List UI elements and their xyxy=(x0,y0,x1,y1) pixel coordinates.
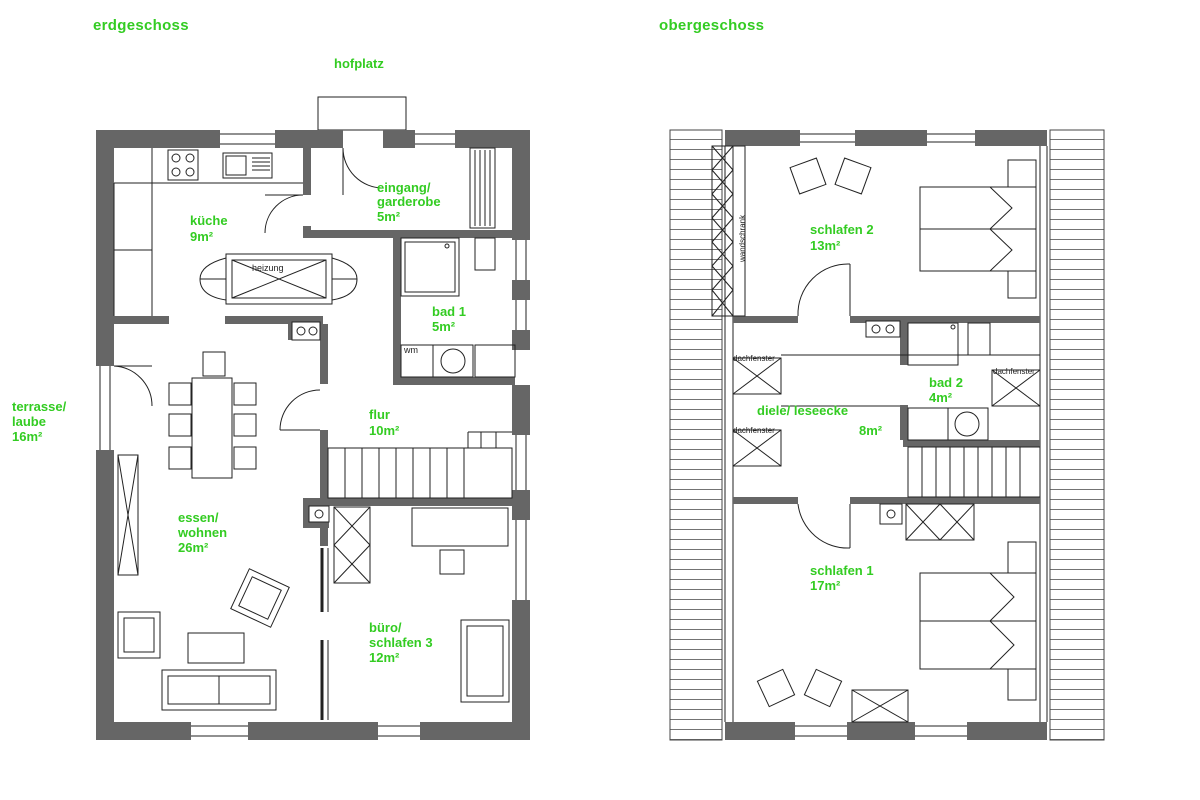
label-essen-line1: essen/ xyxy=(178,510,219,525)
ground-windows xyxy=(99,133,527,737)
stove-upper-hall xyxy=(865,320,901,338)
bathroom-1-fixtures xyxy=(400,237,516,378)
label-eingang-line1: eingang/ xyxy=(377,180,431,195)
hall-fixtures xyxy=(732,354,1041,467)
label-terrasse-line2: laube xyxy=(12,414,46,429)
upper-side-walls xyxy=(724,133,1048,737)
ground-interior-walls xyxy=(114,148,515,546)
label-diele-area: 8m² xyxy=(859,423,883,438)
bedroom-2-furniture xyxy=(789,157,1037,317)
kitchen-counter xyxy=(113,148,304,316)
label-schlafen2-name: schlafen 2 xyxy=(810,222,874,237)
stove-upper-bedroom xyxy=(879,503,903,525)
dining-table-set xyxy=(113,351,257,479)
label-kueche-area: 9m² xyxy=(190,229,214,244)
label-flur-area: 10m² xyxy=(369,423,400,438)
heater-unit xyxy=(199,253,358,305)
label-terrasse-area: 16m² xyxy=(12,429,43,444)
label-essen-line2: wohnen xyxy=(178,525,228,540)
label-wm: wm xyxy=(404,345,418,355)
bathroom-2-fixtures xyxy=(907,322,991,441)
label-dachfenster-1: dachfenster xyxy=(733,354,775,363)
stove-kitchen-side xyxy=(291,321,321,341)
label-dachfenster-3: dachfenster xyxy=(993,367,1035,376)
ground-stairs xyxy=(279,389,513,499)
label-essen-area: 26m² xyxy=(178,540,209,555)
ground-outer-walls xyxy=(96,130,530,740)
entrance-canopy xyxy=(317,96,407,131)
ground-floor-title: erdgeschoss xyxy=(93,17,189,34)
label-heizung: heizung xyxy=(252,263,284,273)
upper-floor-plan xyxy=(669,129,1105,741)
upper-wall-hatch xyxy=(711,145,734,317)
upper-outer-walls xyxy=(725,130,1047,740)
label-schlafen2-area: 13m² xyxy=(810,238,841,253)
label-kueche-name: küche xyxy=(190,213,228,228)
label-bad2-name: bad 2 xyxy=(929,375,963,390)
label-buero-line2: schlafen 3 xyxy=(369,635,433,650)
label-dachfenster-2: dachfenster xyxy=(733,426,775,435)
upper-interior-walls xyxy=(733,316,1040,504)
upper-stairs xyxy=(907,446,1041,498)
label-eingang-area: 5m² xyxy=(377,209,401,224)
entrance-area xyxy=(342,147,496,229)
wardrobe xyxy=(732,145,746,317)
office-furniture xyxy=(320,506,510,720)
ground-floor-plan xyxy=(96,96,530,740)
bedroom-1-furniture xyxy=(756,503,1037,723)
label-bad1-name: bad 1 xyxy=(432,304,466,319)
label-schlafen1-name: schlafen 1 xyxy=(810,563,874,578)
upper-floor-title: obergeschoss xyxy=(659,17,765,34)
label-eingang-line2: garderobe xyxy=(377,194,441,209)
label-flur-name: flur xyxy=(369,407,390,422)
label-schlafen1-area: 17m² xyxy=(810,578,841,593)
label-terrasse-line1: terrasse/ xyxy=(12,399,67,414)
roof-left xyxy=(669,129,723,741)
label-bad1-area: 5m² xyxy=(432,319,456,334)
label-buero-area: 12m² xyxy=(369,650,400,665)
stove-office-side xyxy=(308,505,330,523)
label-diele-name: diele/ leseecke xyxy=(757,403,849,418)
label-hofplatz: hofplatz xyxy=(334,56,384,71)
living-room-furniture xyxy=(117,454,290,711)
label-buero-line1: büro/ xyxy=(369,620,402,635)
roof-right xyxy=(1049,129,1105,741)
label-bad2-area: 4m² xyxy=(929,390,953,405)
label-wandschrank: wandschrank xyxy=(738,214,747,262)
